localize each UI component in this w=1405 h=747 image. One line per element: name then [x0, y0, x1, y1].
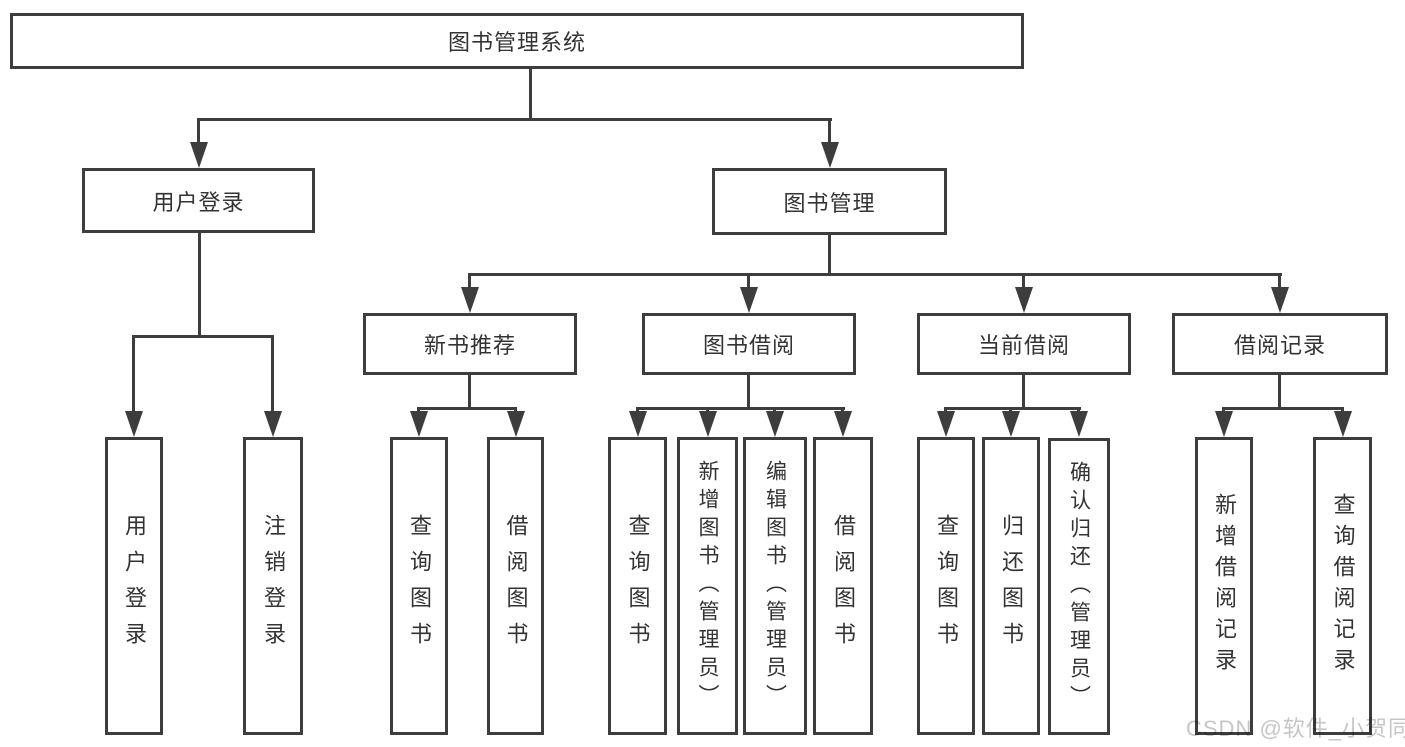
arrow-to-cb-query-books — [936, 407, 955, 437]
arrow-to-book-management — [820, 118, 839, 168]
connector-user-login-children — [132, 335, 274, 338]
connector-book-borrowing-children — [636, 407, 845, 410]
connector-book-borrowing-stub — [747, 375, 750, 410]
connector-current-borrowing-children — [944, 407, 1081, 410]
node-book-borrowing: 图书借阅 — [642, 313, 856, 375]
leaf-br-add-borrow-record: 新增借阅记录 — [1195, 437, 1253, 735]
arrow-to-new-book-recommend — [460, 273, 479, 313]
arrow-to-nb-query-books — [409, 407, 428, 437]
arrow-to-leaf-logout — [263, 335, 282, 437]
connector-book-management-children — [468, 273, 1282, 276]
leaf-user-login: 用户登录 — [105, 437, 163, 735]
leaf-cb-return-books: 归还图书 — [982, 437, 1040, 735]
connector-borrowing-records-children — [1222, 407, 1344, 410]
node-book-management: 图书管理 — [712, 168, 947, 235]
connector-book-management-stub — [828, 235, 831, 276]
csdn-watermark: CSDN @软件_小贺同学 — [1186, 716, 1405, 741]
leaf-bb-edit-books-admin: 编辑图书（管理员） — [743, 437, 807, 735]
arrow-to-nb-borrow-books — [506, 407, 525, 437]
arrow-to-current-borrowing — [1014, 273, 1033, 313]
connector-root-children — [198, 118, 832, 121]
node-current-borrowing: 当前借阅 — [917, 313, 1131, 375]
arrow-to-cb-return-books — [1001, 407, 1020, 437]
leaf-nb-query-books: 查询图书 — [390, 437, 448, 735]
connector-root-stub — [529, 69, 532, 121]
leaf-bb-add-books-admin: 新增图书（管理员） — [677, 437, 738, 735]
leaf-logout: 注销登录 — [243, 437, 303, 735]
leaf-nb-borrow-books: 借阅图书 — [487, 437, 544, 735]
node-new-book-recommend: 新书推荐 — [363, 313, 577, 375]
connector-new-book-stub — [468, 375, 471, 410]
connector-user-login-stub — [198, 233, 201, 338]
arrow-to-br-add-record — [1214, 407, 1233, 437]
arrow-to-user-login — [189, 118, 208, 168]
leaf-bb-query-books: 查询图书 — [608, 437, 667, 735]
leaf-bb-borrow-books: 借阅图书 — [813, 437, 873, 735]
arrow-to-book-borrowing — [739, 273, 758, 313]
leaf-cb-query-books: 查询图书 — [917, 437, 975, 735]
arrow-to-borrowing-records — [1270, 273, 1289, 313]
arrow-to-bb-query-books — [628, 407, 647, 437]
node-user-login: 用户登录 — [82, 168, 315, 233]
node-library-management-system: 图书管理系统 — [10, 13, 1024, 69]
arrow-to-bb-add-books — [698, 407, 717, 437]
connector-current-borrowing-stub — [1022, 375, 1025, 410]
arrow-to-bb-edit-books — [765, 407, 784, 437]
leaf-br-query-borrow-record: 查询借阅记录 — [1313, 437, 1372, 735]
node-borrowing-records: 借阅记录 — [1172, 313, 1388, 375]
arrow-to-cb-confirm-return — [1069, 407, 1088, 437]
arrow-to-bb-borrow-books — [833, 407, 852, 437]
arrow-to-leaf-user-login — [124, 335, 143, 437]
connector-borrowing-records-stub — [1278, 375, 1281, 410]
connector-new-book-children — [417, 407, 517, 410]
leaf-cb-confirm-return-admin: 确认归还（管理员） — [1048, 438, 1110, 735]
arrow-to-br-query-record — [1333, 407, 1352, 437]
